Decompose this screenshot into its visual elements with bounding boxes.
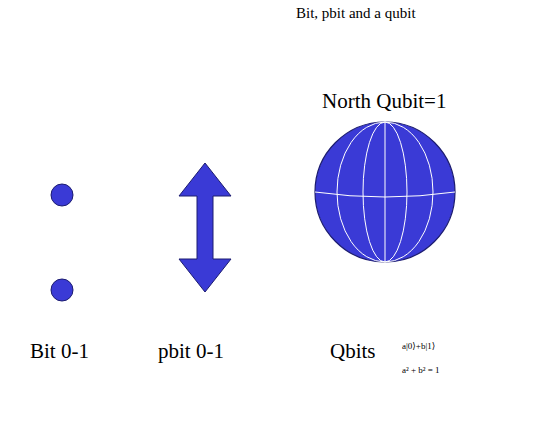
bit-label: Bit 0-1 <box>30 340 89 363</box>
bit-dot <box>51 279 73 301</box>
bit-dot <box>51 184 73 206</box>
pole-label: North Qubit=1 <box>322 90 446 113</box>
norm-formula: a² + b² = 1 <box>402 366 440 376</box>
diagram-title: Bit, pbit and a qubit <box>296 5 416 22</box>
qubit-sphere <box>315 122 455 262</box>
qbit-label: Qbits <box>330 340 376 363</box>
pbit-label: pbit 0-1 <box>158 340 224 363</box>
pbit-arrow <box>179 163 231 292</box>
bit-dots <box>51 184 73 301</box>
state-formula: a|0⟩+b|1⟩ <box>402 342 435 352</box>
